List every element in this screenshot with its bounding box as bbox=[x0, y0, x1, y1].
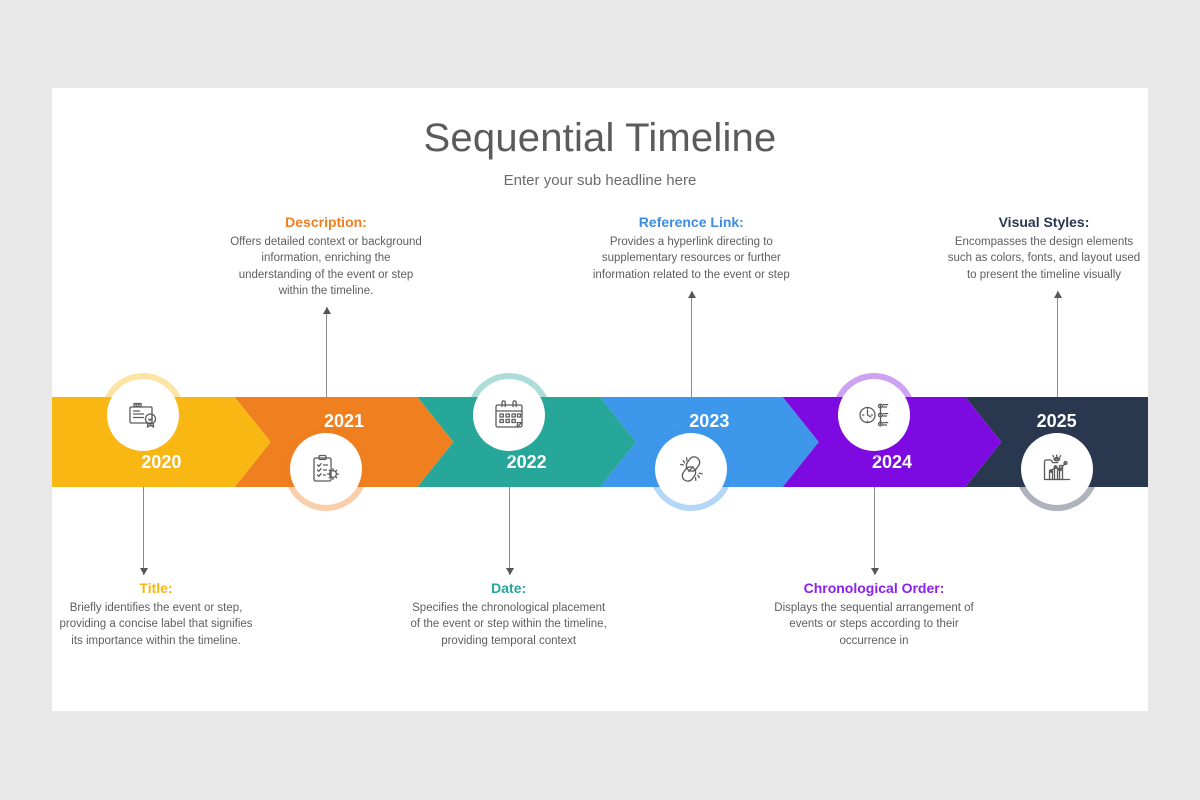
timeline-node-2021[interactable] bbox=[290, 433, 362, 505]
description-heading: Visual Styles: bbox=[998, 214, 1090, 230]
timeline-description-2022: Date: Specifies the chronological placeme… bbox=[409, 579, 609, 649]
description-body: Provides a hyperlink directing to supple… bbox=[592, 235, 790, 281]
connector-arrow-up bbox=[322, 307, 331, 314]
timeline-description-2023: Reference Link: Provides a hyperlink dire… bbox=[591, 213, 791, 283]
connector-line bbox=[1057, 291, 1058, 397]
page-title: Sequential Timeline bbox=[423, 116, 777, 160]
connector-arrow-down bbox=[505, 568, 514, 575]
timeline-description-2021: Description: Offers detailed context or b… bbox=[226, 213, 426, 299]
page-subtitle: Enter your sub headline here bbox=[503, 172, 697, 189]
timeline-node-2020[interactable] bbox=[107, 379, 180, 451]
connector-line bbox=[326, 307, 327, 397]
description-heading: Date: bbox=[491, 580, 527, 596]
timeline-year-label: 2020 bbox=[141, 452, 182, 472]
timeline-node-2022[interactable] bbox=[472, 379, 545, 451]
timeline-year-label: 2023 bbox=[689, 411, 730, 431]
connector-arrow-down bbox=[870, 568, 879, 575]
timeline-node-2023[interactable] bbox=[655, 433, 728, 505]
description-heading: Description: bbox=[285, 214, 367, 230]
description-body: Encompasses the design elements such as … bbox=[947, 235, 1141, 281]
certificate-award-icon bbox=[126, 398, 160, 432]
connector-line bbox=[509, 487, 510, 575]
timeline-year-label: 2022 bbox=[506, 452, 547, 472]
connector-arrow-down bbox=[139, 568, 148, 575]
connector-line bbox=[874, 487, 875, 575]
calendar-icon bbox=[492, 398, 526, 432]
connector-line bbox=[143, 487, 144, 575]
description-body: Offers detailed context or background in… bbox=[230, 235, 422, 297]
description-heading: Reference Link: bbox=[638, 214, 744, 230]
visual-analytics-icon bbox=[1040, 452, 1074, 486]
timeline-node-2025[interactable] bbox=[1020, 433, 1093, 505]
timeline-description-2020: Title: Briefly identifies the event or st… bbox=[56, 579, 256, 649]
timeline-year-label: 2021 bbox=[323, 411, 364, 431]
connector-arrow-up bbox=[687, 291, 696, 298]
timeline-description-2025: Visual Styles: Encompasses the design ele… bbox=[944, 213, 1144, 283]
description-heading: Chronological Order: bbox=[803, 580, 945, 596]
timeline-description-2024: Chronological Order: Displays the sequent… bbox=[774, 579, 974, 649]
connector-arrow-up bbox=[1053, 291, 1062, 298]
clipboard-gear-icon bbox=[309, 452, 343, 486]
slide-card: Sequential Timeline Enter your sub headl… bbox=[52, 88, 1148, 711]
timeline-year-label: 2024 bbox=[871, 452, 912, 472]
chain-link-icon bbox=[674, 452, 708, 486]
description-body: Specifies the chronological placement of… bbox=[410, 601, 607, 647]
description-heading: Title: bbox=[139, 580, 173, 596]
description-body: Displays the sequential arrangement of e… bbox=[774, 601, 974, 647]
clock-timeline-icon bbox=[857, 398, 891, 432]
description-body: Briefly identifies the event or step, pr… bbox=[59, 601, 253, 647]
timeline-node-2024[interactable] bbox=[838, 379, 910, 451]
connector-line bbox=[691, 291, 692, 397]
